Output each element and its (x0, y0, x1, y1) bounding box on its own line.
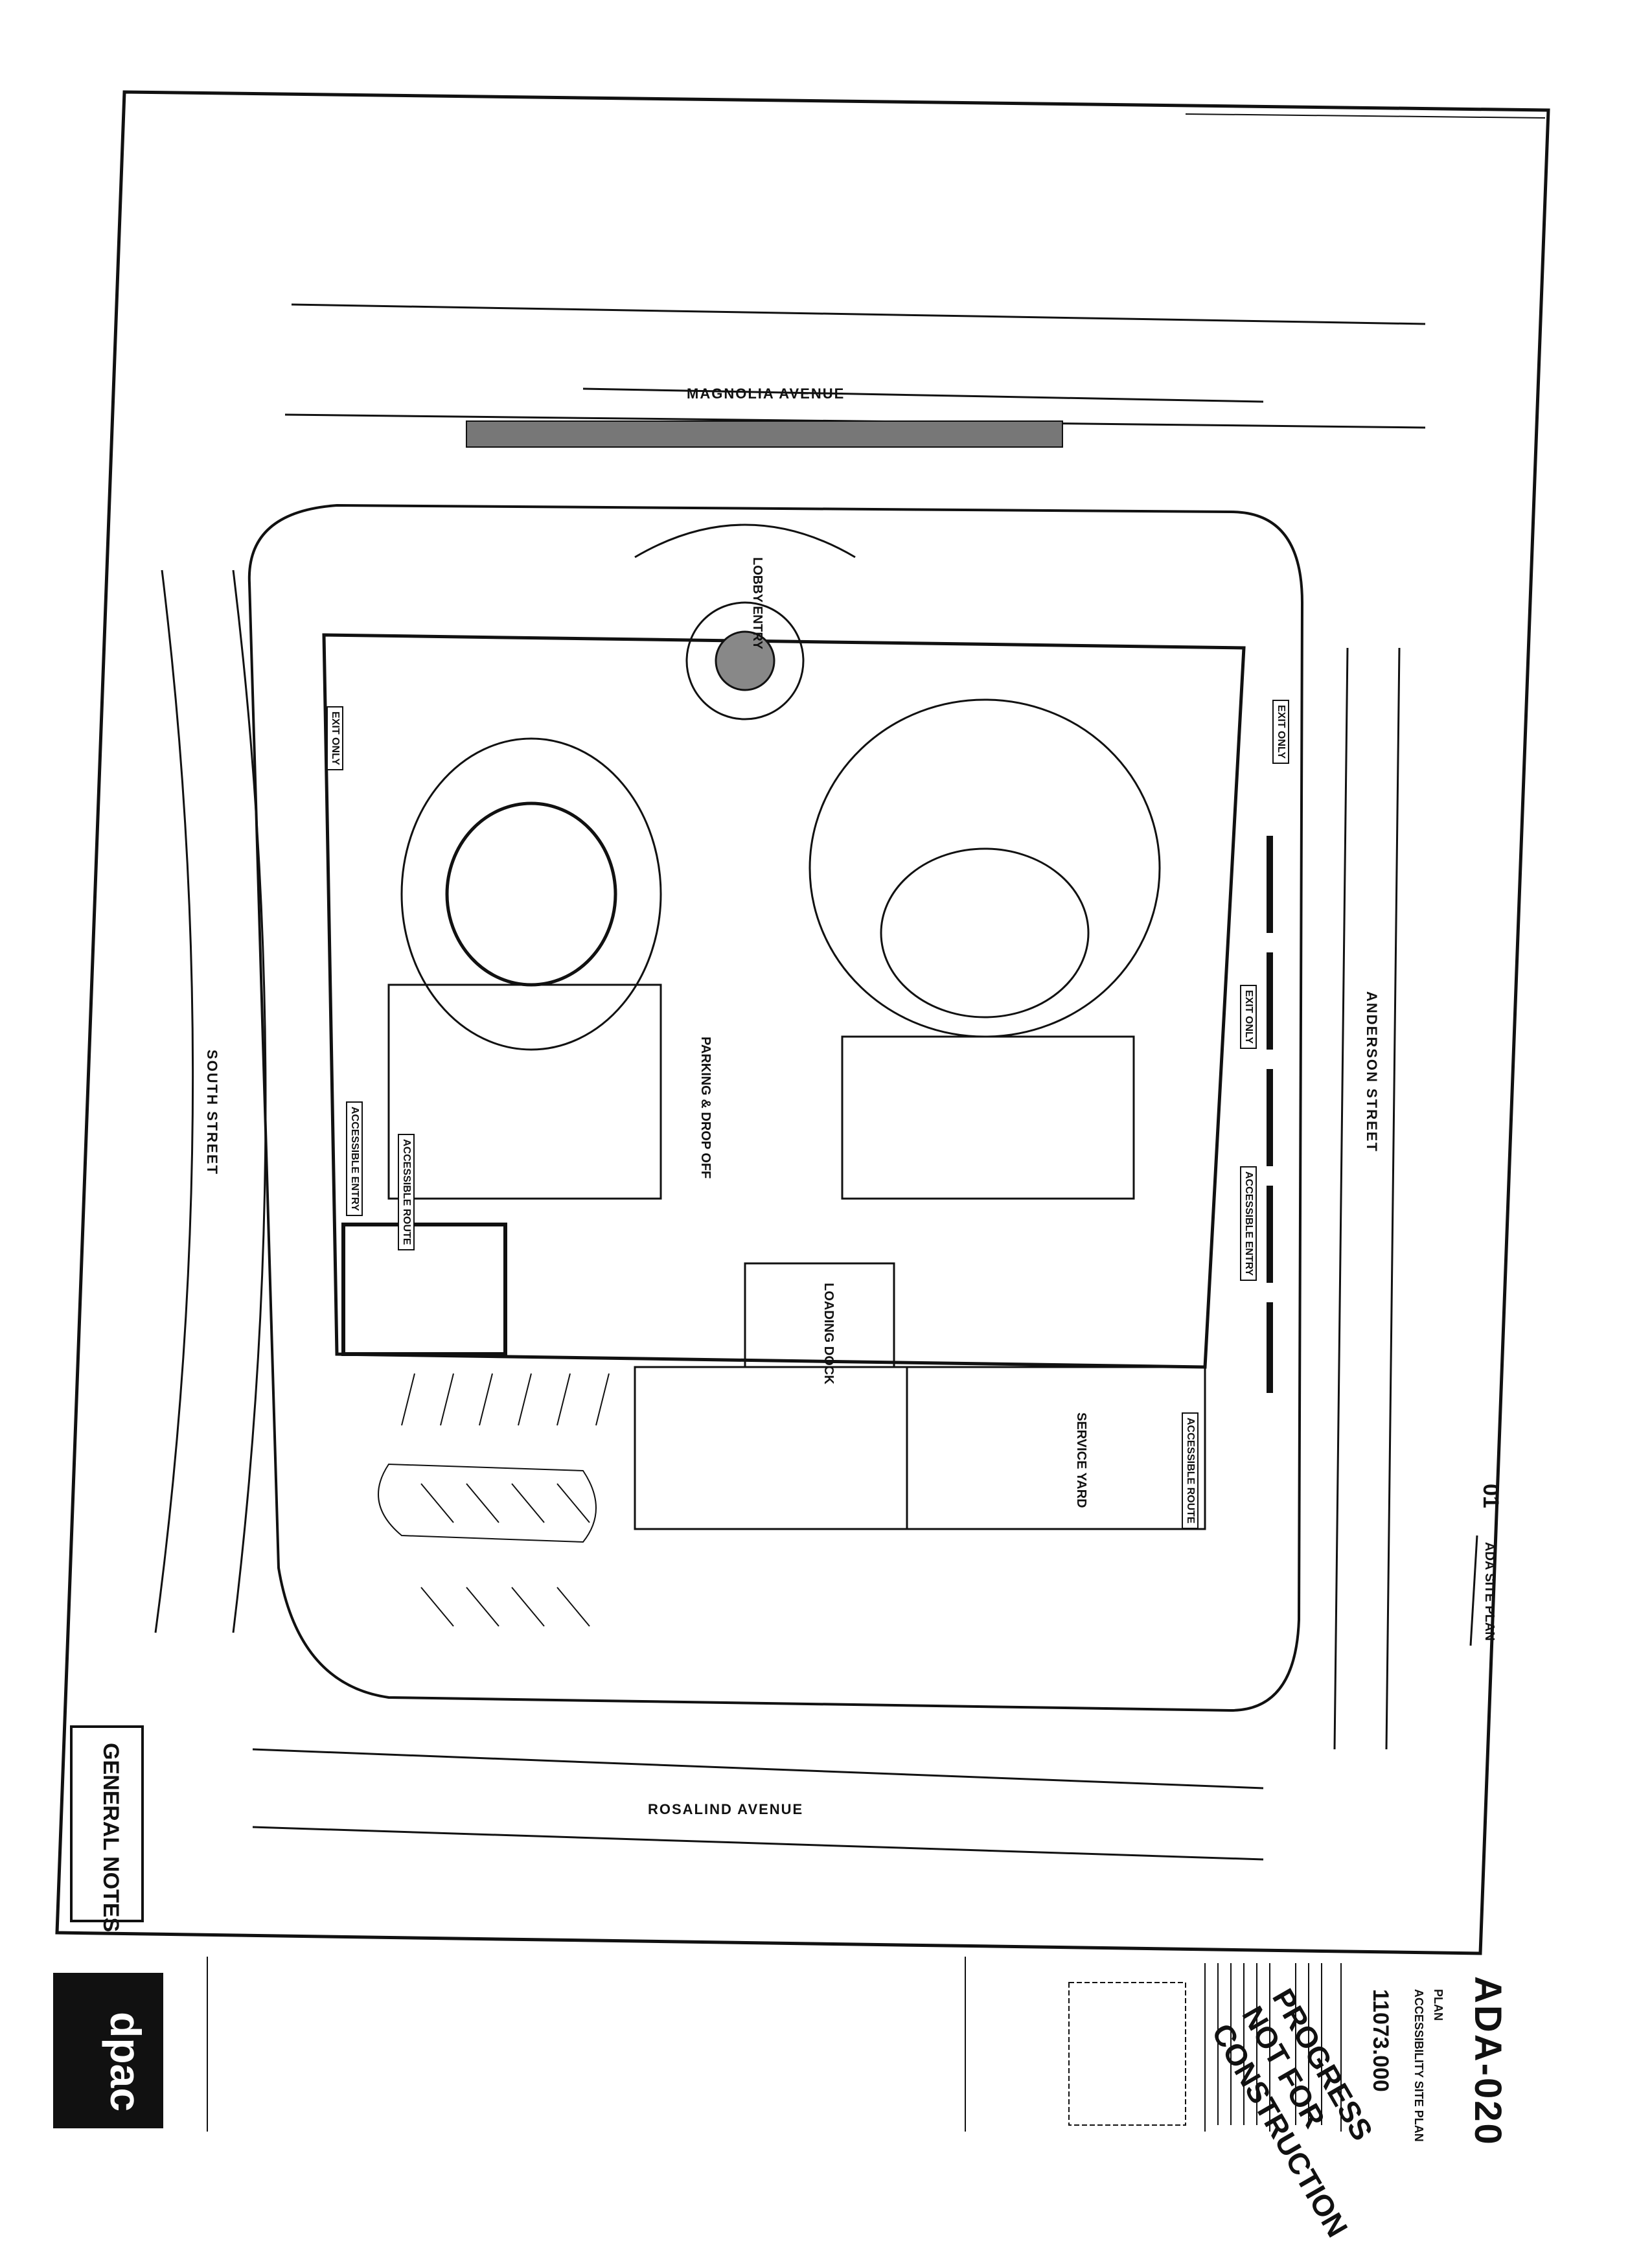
drawing-number: 01 (1478, 1484, 1503, 1508)
exit-only-tag-east: EXIT ONLY (1272, 700, 1289, 764)
project-number: 11073.000 (1368, 1989, 1393, 2092)
title-block-lines (207, 1957, 1342, 2132)
building-outline (322, 633, 1246, 1369)
space-label-lobby: LOBBY ENTRY (750, 557, 764, 650)
lobby-stair (715, 630, 775, 691)
header-line (1185, 113, 1546, 119)
accessible-route-tag: ACCESSIBLE ROUTE (398, 1134, 415, 1250)
anderson-street-curb (1333, 647, 1401, 1750)
accessible-entry-tag-west: ACCESSIBLE ENTRY (346, 1101, 363, 1217)
truck-area (634, 1366, 908, 1530)
sheet-border (55, 90, 1550, 1955)
notes-box (70, 1725, 144, 1922)
title-block-hatch (1217, 1963, 1322, 2125)
accessible-route-tag-east: ACCESSIBLE ROUTE (1182, 1412, 1199, 1529)
theater-east-stage (880, 847, 1090, 1018)
lobby-rotunda (685, 601, 805, 720)
loading-dock (744, 1262, 895, 1368)
magnolia-avenue-curb (284, 303, 1426, 429)
lobby-entry-arc (634, 523, 856, 558)
logo-text: dpac (102, 2012, 150, 2112)
key-plan (1068, 1982, 1186, 2126)
exit-only-tag-west: EXIT ONLY (327, 706, 343, 770)
general-notes-heading: GENERAL NOTES (98, 1743, 123, 1933)
service-yard (906, 1366, 1206, 1530)
exit-only-tag-east-2: EXIT ONLY (1240, 985, 1257, 1049)
firm-logo: dpac (53, 1973, 163, 2128)
sheet-title: ACCESSIBILITY SITE PLAN (1412, 1989, 1425, 2142)
drawing-title: ADA SITE PLAN (1482, 1542, 1497, 1641)
theater-west-seating (400, 737, 662, 1051)
space-label-loading: LOADING DOCK (821, 1283, 836, 1385)
back-of-house-west (341, 1223, 507, 1356)
rosalind-avenue-curb (252, 1748, 1264, 1861)
space-label-parking: PARKING & DROP OFF (698, 1037, 713, 1179)
street-label-south: ROSALIND AVENUE (648, 1801, 804, 1817)
site-boundary (247, 503, 1304, 1712)
street-label-west: SOUTH STREET (204, 1050, 220, 1175)
median-hatch (466, 420, 1063, 448)
theater-west-stage (445, 801, 617, 987)
sheet-title-line2: PLAN (1432, 1989, 1445, 2021)
accessible-entry-tag-east: ACCESSIBLE ENTRY (1240, 1166, 1257, 1282)
sheet-number: ADA-020 (1467, 1976, 1509, 2146)
street-label-east: ANDERSON STREET (1364, 991, 1380, 1153)
parking-stalls (401, 1373, 610, 1627)
space-label-service: SERVICE YARD (1074, 1412, 1088, 1508)
site-plan-drawing (55, 90, 1550, 2132)
stage-house-east (841, 1035, 1135, 1200)
parking-island (378, 1463, 597, 1543)
drawing-title-underline (1469, 1535, 1478, 1646)
theater-east-seating (809, 698, 1161, 1038)
stage-house-west (387, 983, 662, 1200)
street-label-north: MAGNOLIA AVENUE (687, 385, 845, 402)
